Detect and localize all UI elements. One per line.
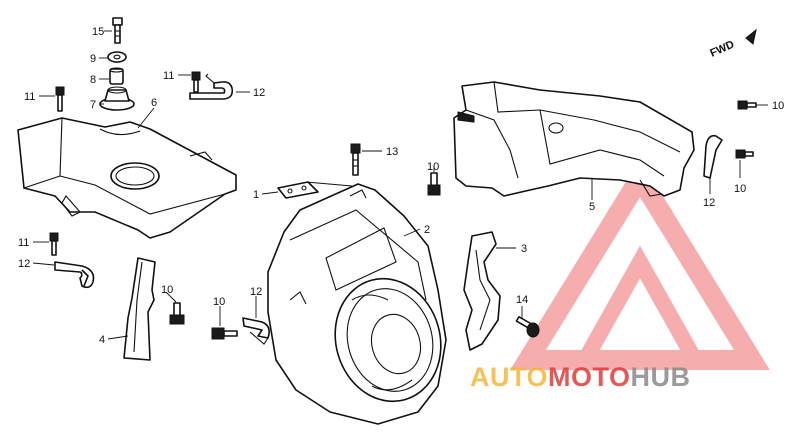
callout-11-lower-left: 11 bbox=[18, 237, 29, 249]
leader-lines bbox=[32, 30, 768, 340]
callout-10-mid-right: 10 bbox=[734, 183, 746, 195]
part-7-grommet bbox=[99, 86, 135, 111]
part-10-bolt-bottom-left bbox=[211, 327, 238, 340]
watermark-auto: AUTO bbox=[470, 362, 548, 392]
part-10-bolt-mid-right bbox=[735, 149, 754, 159]
part-8-collar bbox=[109, 67, 124, 85]
watermark-logo bbox=[510, 158, 770, 370]
callout-12-left: 12 bbox=[18, 258, 30, 270]
callout-12-right: 12 bbox=[703, 197, 715, 209]
watermark-text: AUTOMOTOHUB bbox=[470, 362, 691, 392]
callout-8: 8 bbox=[90, 74, 96, 86]
forward-direction-indicator: FWD bbox=[708, 28, 757, 60]
watermark-moto: MOTO bbox=[548, 362, 631, 392]
fwd-arrow-icon bbox=[745, 28, 757, 45]
callout-4: 4 bbox=[99, 334, 105, 346]
callout-3: 3 bbox=[521, 243, 527, 255]
part-10-bolt-center bbox=[427, 172, 441, 196]
part-10-bolt-mid-left bbox=[169, 302, 185, 325]
callout-11-upper-left: 11 bbox=[24, 91, 35, 103]
part-1-bracket bbox=[277, 181, 319, 199]
part-4-baffle bbox=[123, 257, 156, 361]
callout-14: 14 bbox=[516, 294, 528, 306]
callout-10-bottom-left: 10 bbox=[213, 296, 225, 308]
callout-labels: 15 9 8 7 6 11 11 12 11 12 4 10 10 12 1 1… bbox=[18, 26, 784, 346]
part-9-washer bbox=[107, 51, 127, 63]
callout-11-top-middle: 11 bbox=[163, 70, 174, 82]
callout-6: 6 bbox=[151, 97, 157, 109]
part-12-clamp-right bbox=[703, 134, 723, 179]
part-3-deflector bbox=[463, 231, 501, 351]
part-12-clip-bottom bbox=[242, 317, 270, 345]
part-2-fan-housing bbox=[267, 183, 447, 425]
callout-5: 5 bbox=[589, 201, 595, 213]
part-11-bolt-top-middle bbox=[191, 71, 201, 93]
callout-2: 2 bbox=[424, 224, 430, 236]
callout-10-mid-left: 10 bbox=[161, 284, 173, 296]
part-5-side-cover bbox=[453, 81, 695, 197]
fwd-label: FWD bbox=[708, 39, 736, 60]
callout-9: 9 bbox=[90, 53, 96, 65]
part-13-bolt bbox=[350, 143, 361, 176]
callout-15: 15 bbox=[92, 26, 104, 38]
part-11-bolt-lower-left bbox=[49, 232, 59, 256]
part-12-clamp-left bbox=[54, 261, 95, 289]
callout-7: 7 bbox=[90, 99, 96, 111]
part-12-clamp-top bbox=[189, 73, 234, 100]
part-6-cover-plate bbox=[17, 117, 237, 239]
svg-text:AUTOMOTOHUB: AUTOMOTOHUB bbox=[470, 362, 691, 392]
part-10-bolt-top-right bbox=[737, 100, 757, 110]
callout-12-top: 12 bbox=[253, 87, 265, 99]
callout-13: 13 bbox=[386, 146, 398, 158]
part-14-screw bbox=[515, 315, 540, 338]
callout-10-top-right: 10 bbox=[772, 100, 784, 112]
callout-10-center: 10 bbox=[427, 161, 439, 173]
part-11-bolt-upper-left bbox=[55, 86, 65, 112]
callout-1: 1 bbox=[253, 189, 259, 201]
part-15-bolt bbox=[112, 17, 123, 44]
callout-12-bottom: 12 bbox=[250, 286, 262, 298]
watermark-hub: HUB bbox=[631, 362, 691, 392]
